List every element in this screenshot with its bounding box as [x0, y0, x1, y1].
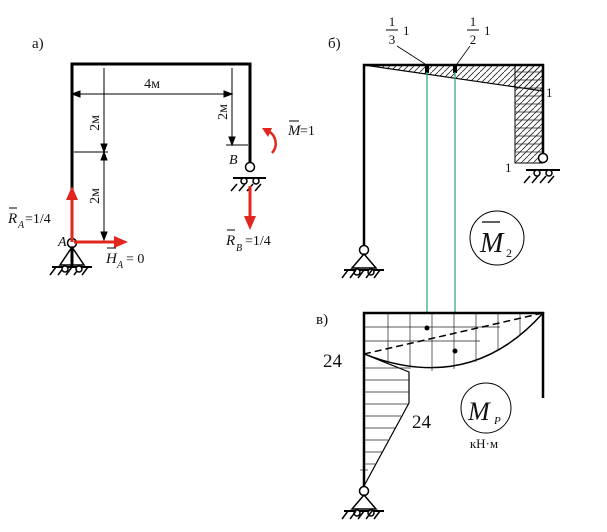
reaction-ra-label: R A =1/4: [7, 207, 51, 231]
node-a-label: A: [57, 235, 67, 250]
mp-diagram-column: [363, 353, 410, 487]
svg-text:1: 1: [403, 23, 410, 38]
support-b: [230, 161, 266, 192]
svg-text:= 0: = 0: [126, 252, 144, 267]
fraction-one-half: 1 2 1: [456, 14, 491, 65]
svg-text:=1: =1: [300, 124, 315, 139]
svg-text:R: R: [225, 233, 235, 249]
fraction-one-third: 1 3 1: [386, 14, 426, 65]
m2-diagram-column: [514, 64, 544, 164]
svg-text:=1/4: =1/4: [245, 234, 271, 249]
ordinate-left-24: 24: [323, 351, 343, 372]
dimension-left-lower-label: 2м: [88, 188, 103, 204]
dimension-left-upper-label: 2м: [88, 115, 103, 131]
panel-b-label: б): [328, 36, 341, 52]
reaction-ha-label: H A = 0: [105, 247, 144, 271]
panel-a-label: а): [32, 36, 44, 52]
svg-text:R: R: [7, 211, 17, 227]
svg-text:M: M: [287, 123, 302, 139]
ordinate-right-bottom: 1: [505, 160, 512, 175]
units-label: кН·м: [470, 436, 498, 451]
svg-text:A: A: [116, 260, 124, 271]
panel-c-label: в): [316, 312, 328, 328]
reaction-rb-label: R B =1/4: [225, 229, 271, 254]
diagram-title-m2: M 2: [469, 210, 525, 266]
dimension-width: [70, 90, 234, 98]
svg-text:M: M: [479, 228, 505, 259]
svg-text:1: 1: [484, 23, 491, 38]
ordinate-column-24: 24: [412, 412, 432, 433]
panel-c: в): [316, 311, 545, 520]
support-b-right: [523, 152, 560, 184]
svg-text:M: M: [467, 397, 491, 426]
ordinate-right-top: 1: [546, 85, 553, 100]
moment-m-label: M =1: [287, 120, 315, 139]
dimension-right: [226, 68, 248, 147]
svg-text:A: A: [17, 220, 25, 231]
svg-text:1: 1: [470, 14, 477, 29]
svg-text:1: 1: [389, 14, 396, 29]
panel-a: а) 4м 2м 2м 2м: [7, 36, 315, 276]
dimension-left: [74, 68, 108, 242]
mp-diagram-beam: [363, 312, 545, 369]
frame-a: [70, 62, 252, 268]
support-a: [49, 237, 92, 276]
dimension-right-label: 2м: [216, 104, 231, 120]
reaction-rb-arrow: [244, 186, 256, 230]
support-b-left: [341, 244, 384, 279]
svg-text:P: P: [493, 415, 501, 427]
support-c: [341, 485, 384, 520]
svg-text:2: 2: [506, 246, 512, 260]
reaction-ha-arrow: [74, 236, 128, 248]
svg-text:2: 2: [470, 32, 477, 47]
svg-text:=1/4: =1/4: [25, 212, 51, 227]
mp-dashed-closing-line: [363, 312, 544, 355]
reaction-ra-arrow: [66, 186, 78, 242]
moment-m-arrow: [262, 128, 277, 154]
svg-text:B: B: [236, 243, 242, 254]
svg-text:H: H: [105, 251, 118, 267]
node-b-label: B: [229, 153, 238, 168]
panel-b: б) 1 3 1 1 2 1: [328, 14, 560, 279]
frame-c: [362, 311, 545, 488]
diagram-title-mp: M P кН·м: [460, 382, 512, 451]
link-lines: [426, 72, 456, 352]
dimension-width-label: 4м: [144, 77, 160, 92]
svg-text:3: 3: [389, 32, 396, 47]
